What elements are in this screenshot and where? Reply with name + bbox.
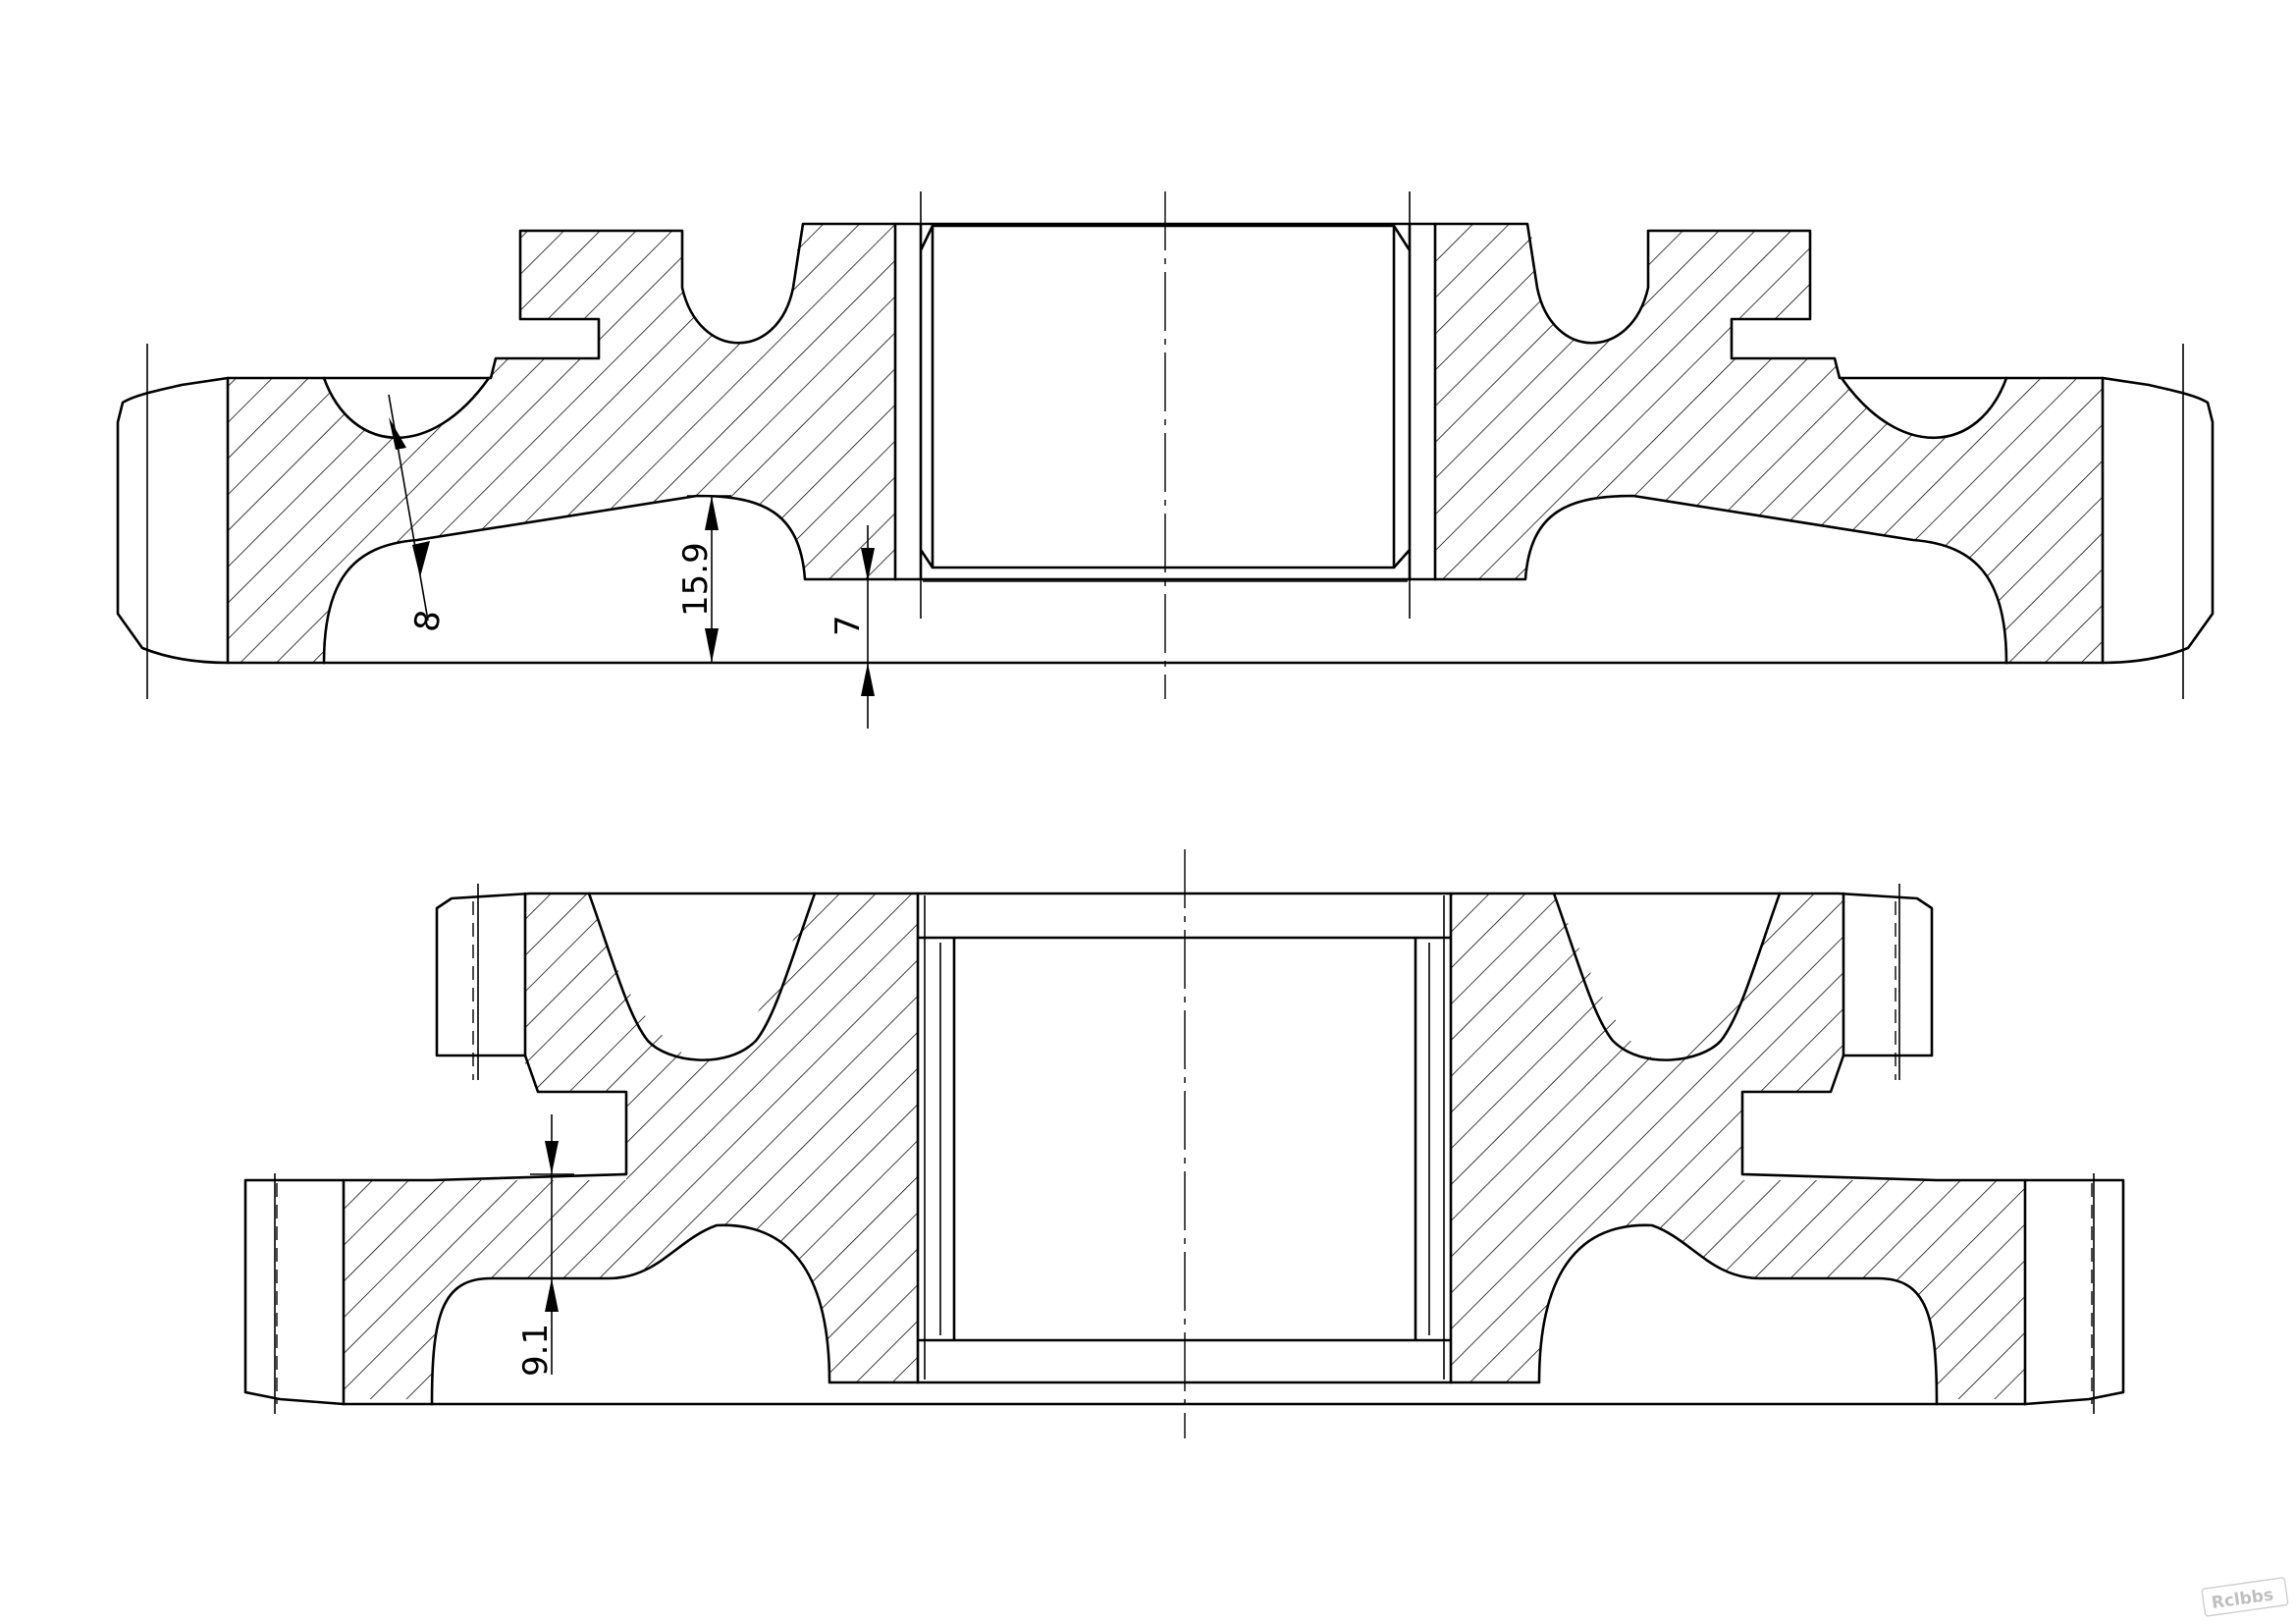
top-outer-contour [226,222,2105,665]
dim-step-9-1: 9.1 [516,1114,574,1377]
bottom-left-cavity [430,1223,920,1406]
top-right-end-cap [2101,376,2215,665]
top-right-arc [1840,376,2008,440]
bottom-right-hatch [1451,893,2025,1399]
bottom-right-cavity [1449,1223,1939,1406]
watermark-text: Rclbbs [2211,1585,2275,1613]
dim-label-web: 15.9 [676,542,716,617]
top-left-hatch [228,224,895,663]
dim-label-base: 7 [828,615,868,636]
watermark-logo: Rclbbs [2201,1577,2289,1617]
top-right-cavity [1433,494,2008,665]
dim-label-fillet: 8 [406,607,449,634]
bottom-right-groove [1552,892,1782,1061]
bottom-left-groove [587,892,817,1061]
top-left-cavity [322,494,897,665]
top-right-hatch [1435,224,2103,663]
top-left-end-cap [116,376,230,665]
bottom-left-hatch [344,893,918,1399]
dim-base-7: 7 [828,525,875,729]
bottom-section-view: 9.1 [243,849,2125,1438]
top-section-view: 8 15.9 7 [116,191,2215,729]
bottom-outer-contour [243,892,2125,1406]
dim-web-15-9: 15.9 [676,495,731,663]
dim-label-step: 9.1 [516,1324,556,1377]
